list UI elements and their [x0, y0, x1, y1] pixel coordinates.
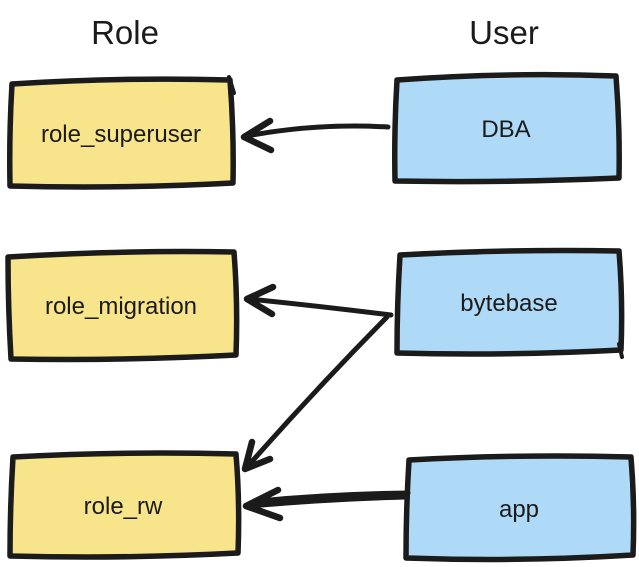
node-label: role_superuser [41, 121, 201, 148]
arrow-shaft [245, 314, 390, 469]
sketch-tick [617, 342, 624, 359]
node-box [10, 80, 233, 186]
arrow-shaft [247, 494, 409, 509]
edge-dba-to-role-superuser [240, 117, 391, 154]
arrow-shaft [256, 490, 411, 504]
node-border [7, 450, 242, 560]
edge-app-to-role-rw [242, 486, 411, 522]
node-app: app [403, 453, 637, 563]
edge-bytebase-to-role-rw [241, 314, 390, 473]
node-label: role_rw [84, 493, 163, 520]
edge-bytebase-to-role-migration [243, 283, 394, 318]
node-border [5, 248, 240, 363]
column-header-role: Role [91, 14, 159, 51]
node-box [406, 457, 633, 558]
node-role-superuser: role_superuser [7, 75, 236, 190]
column-header-user: User [469, 14, 539, 51]
node-label: DBA [481, 116, 530, 143]
node-label: role_migration [45, 293, 197, 320]
node-label: bytebase [460, 290, 557, 317]
node-border [403, 453, 637, 563]
node-dba: DBA [392, 71, 622, 185]
node-box [397, 251, 621, 353]
node-label: app [499, 496, 539, 523]
arrow-shaft [244, 123, 391, 139]
node-bytebase: bytebase [394, 247, 625, 359]
node-role-rw: role_rw [7, 450, 242, 560]
arrowhead [242, 486, 284, 522]
node-box [395, 76, 619, 181]
arrowhead [243, 283, 277, 318]
node-role-migration: role_migration [5, 248, 240, 363]
arrowhead [241, 438, 274, 473]
node-border [7, 76, 236, 190]
node-box [8, 252, 236, 359]
arrowhead [240, 117, 275, 154]
sketch-tick [227, 75, 236, 95]
node-border [392, 71, 622, 185]
node-box [10, 454, 238, 556]
arrow-shaft [246, 296, 394, 318]
